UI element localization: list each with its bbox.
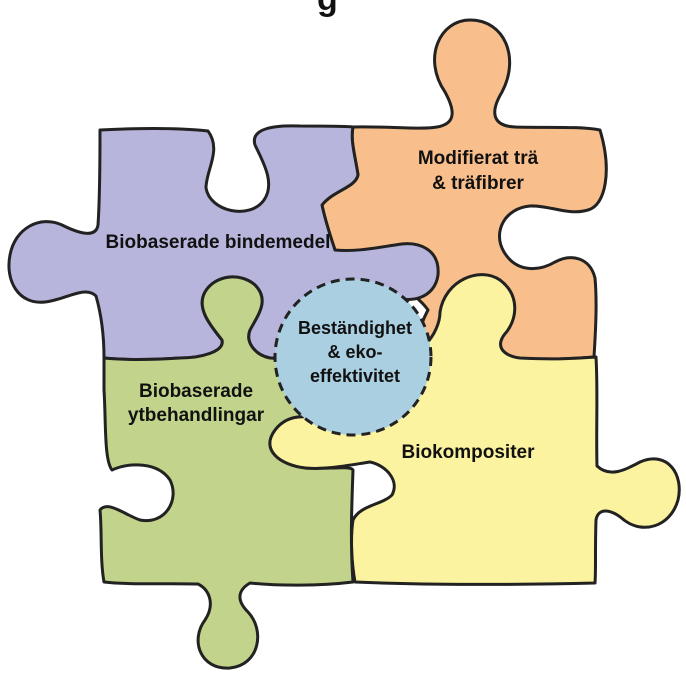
label-coatings-line1: Biobaserade: [139, 381, 253, 402]
center-label-line3: effektivitet: [310, 366, 400, 386]
label-modified-wood-line1: Modifierat trä: [418, 148, 539, 169]
label-biocomposites: Biokompositer: [401, 442, 535, 463]
center-circle: [273, 277, 433, 437]
label-modified-wood-line2: & träfibrer: [432, 173, 524, 194]
label-coatings-line2: ytbehandlingar: [128, 405, 265, 426]
label-binders: Biobaserade bindemedel: [106, 232, 331, 253]
center-label-line2: & eko-: [327, 342, 382, 362]
center-label-line1: Beständighet: [298, 318, 412, 338]
title-fragment: g: [317, 0, 338, 18]
